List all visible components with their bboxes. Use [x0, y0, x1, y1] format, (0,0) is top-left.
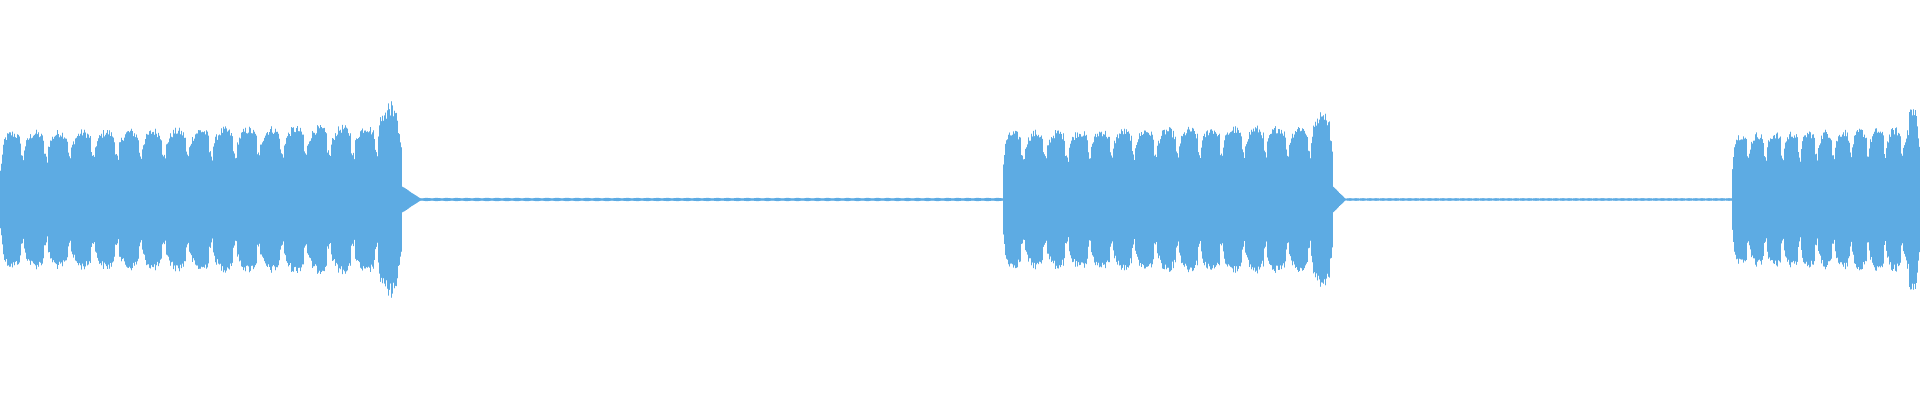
waveform-path: [0, 101, 1920, 298]
waveform-bars: [0, 101, 1920, 298]
